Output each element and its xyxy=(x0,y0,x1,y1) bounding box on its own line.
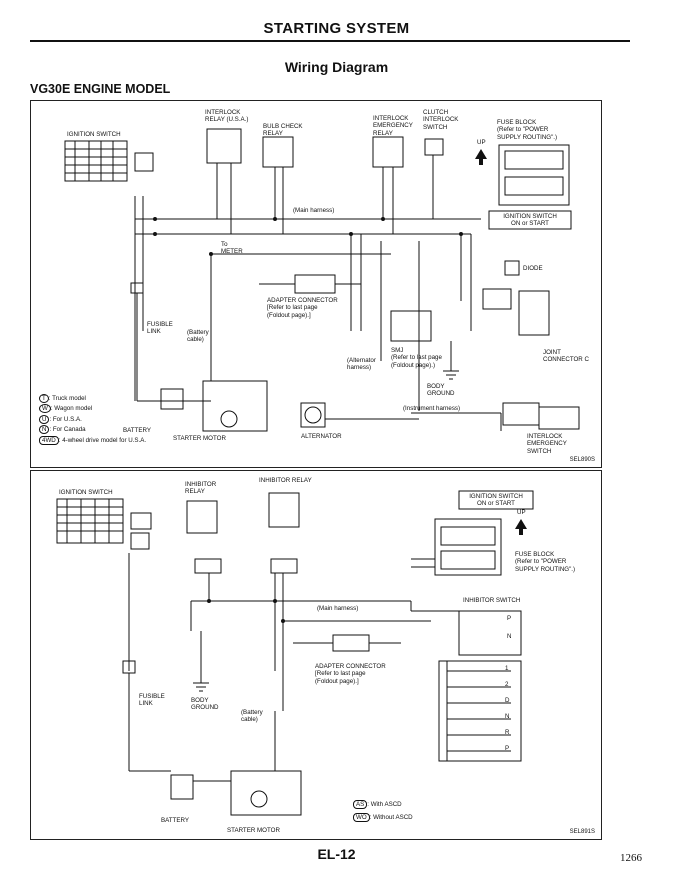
diagram-1-schematic xyxy=(64,128,580,432)
position-label: P xyxy=(505,745,510,752)
legend-item: N: For Canada xyxy=(39,425,146,435)
legend-item: 4WD: 4-wheel drive model for U.S.A. xyxy=(39,435,146,445)
inhibitor-positions: 1 2 D N R P xyxy=(505,665,519,761)
fusible-link-label: FUSIBLE LINK xyxy=(147,321,173,336)
interlock-emergency-switch-label: INTERLOCK EMERGENCY SWITCH xyxy=(527,433,567,455)
instrument-harness-label: (Instrument harness) xyxy=(403,405,461,412)
legend-item: AS: With ASCD xyxy=(353,800,413,809)
position-label: N xyxy=(505,713,510,720)
battery-cable-label: (Battery cable) xyxy=(241,709,263,724)
legend-item: W: Wagon model xyxy=(39,404,146,414)
starter-motor-label: STARTER MOTOR xyxy=(173,435,226,442)
smj-note: SMJ (Refer to last page (Foldout page).) xyxy=(391,347,442,369)
adapter-connector-label: ADAPTER CONNECTOR [Refer to last page (F… xyxy=(315,663,386,685)
main-harness-label: (Main harness) xyxy=(293,207,335,214)
battery-label: BATTERY xyxy=(161,817,189,824)
diagram-2-legend: AS: With ASCD WO: Without ASCD xyxy=(353,800,413,823)
legend-item: U: For U.S.A. xyxy=(39,414,146,424)
ignition-on-start-label: IGNITION SWITCH ON or START xyxy=(503,213,557,228)
alternator-harness-label: (Alternator harness) xyxy=(347,357,376,372)
interlock-emergency-relay-label: INTERLOCK EMERGENCY RELAY xyxy=(373,115,413,137)
position-label: P xyxy=(507,615,512,622)
joint-connector-label: JOINT CONNECTOR C xyxy=(543,349,589,364)
fuse-block-label: FUSE BLOCK (Refer to "POWER SUPPLY ROUTI… xyxy=(515,551,576,573)
wiring-diagram-2: IGNITION SWITCH INHIBITOR RELAY INHIBITO… xyxy=(30,470,602,840)
legend-item: T: Truck model xyxy=(39,394,146,403)
battery-label: BATTERY xyxy=(123,427,151,434)
section-subtitle: Wiring Diagram xyxy=(284,59,389,75)
engine-model-heading: VG30E ENGINE MODEL xyxy=(30,82,171,96)
up-label: UP xyxy=(517,509,526,516)
diagram-2-schematic xyxy=(56,490,534,816)
main-harness-label: (Main harness) xyxy=(317,605,359,612)
clutch-interlock-switch-label: CLUTCH INTERLOCK SWITCH xyxy=(423,109,459,131)
battery-cable-label: (Battery cable) xyxy=(187,329,209,344)
fusible-link-label: FUSIBLE LINK xyxy=(139,693,165,708)
to-meter-label: To METER xyxy=(221,241,243,256)
interlock-relay-label: INTERLOCK RELAY (U.S.A.) xyxy=(205,109,249,124)
diode-label: DIODE xyxy=(523,265,543,272)
wiring-diagram-1: IGNITION SWITCH INTERLOCK RELAY (U.S.A.)… xyxy=(30,100,602,468)
inhibitor-relay-left-label: INHIBITOR RELAY xyxy=(185,481,217,496)
inhibitor-switch-label: INHIBITOR SWITCH xyxy=(463,597,521,604)
page-number: 1266 xyxy=(620,852,642,864)
ignition-switch-label: IGNITION SWITCH xyxy=(59,489,113,496)
diagram-1-code: SEL890S xyxy=(569,457,595,463)
position-label: 1 xyxy=(505,665,509,672)
diagram-2-code: SEL891S xyxy=(569,829,595,835)
position-label: R xyxy=(505,729,510,736)
body-ground-label: BODY GROUND xyxy=(427,383,455,398)
body-ground-label: BODY GROUND xyxy=(191,697,219,712)
position-label: D xyxy=(505,697,510,704)
legend-item: WO: Without ASCD xyxy=(353,813,413,823)
inhibitor-relay-label: INHIBITOR RELAY xyxy=(259,477,312,484)
page-title: STARTING SYSTEM xyxy=(263,20,410,37)
position-label: 2 xyxy=(505,681,509,688)
fuse-block-label: FUSE BLOCK (Refer to "POWER SUPPLY ROUTI… xyxy=(497,119,558,141)
up-label: UP xyxy=(477,139,486,146)
alternator-label: ALTERNATOR xyxy=(301,433,342,440)
starter-motor-label: STARTER MOTOR xyxy=(227,827,280,834)
ignition-switch-label: IGNITION SWITCH xyxy=(67,131,121,138)
position-label: N xyxy=(507,633,512,640)
bulb-check-relay-label: BULB CHECK RELAY xyxy=(263,123,303,138)
diagram-1-legend: T: Truck model W: Wagon model U: For U.S… xyxy=(39,394,146,445)
page-number-code: EL-12 xyxy=(317,846,356,862)
ignition-on-start-label: IGNITION SWITCH ON or START xyxy=(469,493,523,508)
title-rule xyxy=(30,40,630,42)
adapter-connector-label: ADAPTER CONNECTOR [Refer to last page (F… xyxy=(267,297,338,319)
